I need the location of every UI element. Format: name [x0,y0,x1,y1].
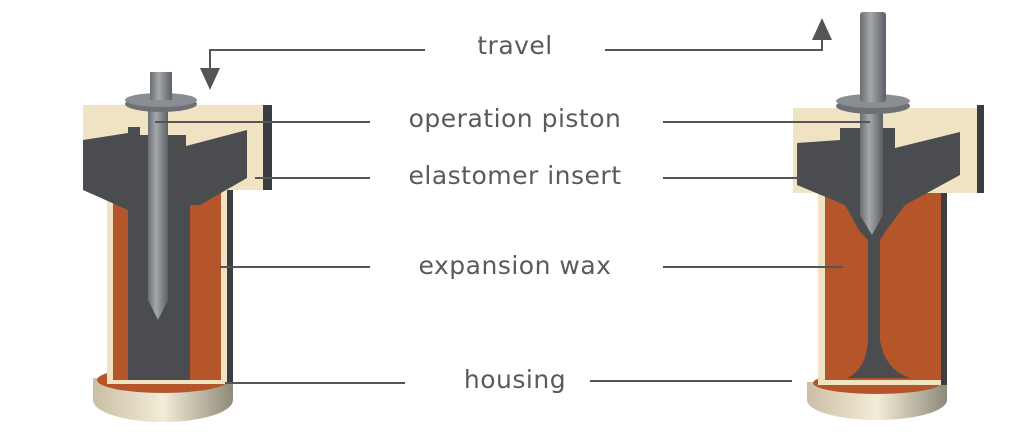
arrow-up-icon [812,18,832,40]
arrow-down-icon [200,68,220,90]
travel-leader-left [209,49,425,70]
label-housing: housing [463,365,567,394]
travel-leader-right [605,35,823,51]
label-operation-piston: operation piston [408,104,622,133]
actuator-extended [793,12,984,420]
actuator-retracted [83,72,272,422]
label-elastomer-insert: elastomer insert [408,161,622,190]
operation-piston [148,110,168,320]
leader-lines [155,35,870,384]
label-expansion-wax: expansion wax [418,251,612,280]
label-travel: travel [477,31,553,60]
